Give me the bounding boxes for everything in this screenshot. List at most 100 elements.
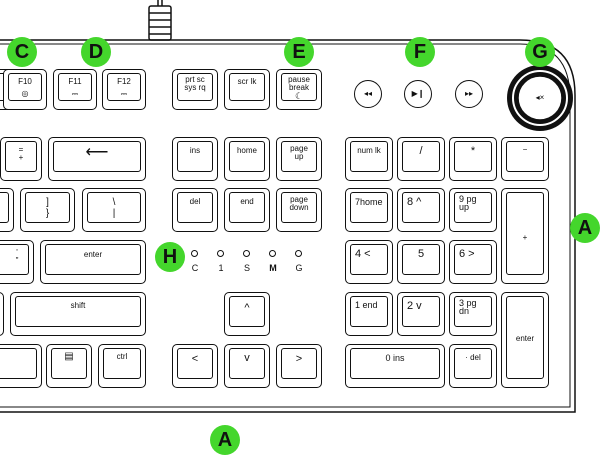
key-ctrl-label: ctrl	[116, 352, 128, 361]
key-quote-label: ' "	[15, 248, 19, 265]
key-num-5: 5	[397, 240, 445, 284]
previous-track-button: ◂◂	[354, 80, 382, 108]
key-bracket-partial	[0, 188, 14, 232]
key-num-6: 6 >	[449, 240, 497, 284]
key-delete-label: del	[189, 197, 201, 206]
key-arrow-up-label: ^	[244, 302, 250, 314]
volume-wheel-ring	[512, 70, 568, 126]
key-quote: ' "	[0, 240, 34, 284]
key-f11-label: F11	[68, 77, 82, 86]
key-alt-partial	[0, 344, 42, 388]
key-slash-partial	[0, 292, 4, 336]
key-num-9: 9 pg up	[449, 188, 497, 232]
callout-h: H	[155, 242, 185, 272]
led-macro	[269, 250, 276, 257]
key-num-7: 7home	[345, 188, 393, 232]
key-num-decimal: · del	[449, 344, 497, 388]
key-right-bracket: ] }	[20, 188, 75, 232]
key-menu: ▤	[46, 344, 92, 388]
key-backslash: \ |	[82, 188, 146, 232]
key-end-label: end	[240, 197, 254, 206]
key-ctrl: ctrl	[98, 344, 146, 388]
key-num-lock-label: num lk	[357, 146, 381, 155]
led-label-num: 1	[218, 263, 224, 273]
key-backslash-label: \ |	[112, 197, 116, 219]
key-num-0: 0 ins	[345, 344, 445, 388]
key-f12: F12 ⎓	[102, 69, 146, 110]
callout-f: F	[405, 37, 435, 67]
key-arrow-down-label: v	[244, 352, 250, 364]
key-arrow-up: ^	[224, 292, 270, 336]
key-pause: pause break ☾	[276, 69, 322, 110]
key-insert-label: ins	[189, 146, 201, 155]
key-print-screen: prt sc sys rq	[172, 69, 218, 110]
callout-g: G	[525, 37, 555, 67]
key-num-9-label: 9 pg up	[459, 194, 477, 212]
key-right-bracket-label: ] }	[45, 197, 50, 219]
key-num-enter-label: enter	[515, 334, 535, 343]
key-page-down: page down	[276, 188, 322, 232]
key-page-up-label: page up	[290, 144, 308, 161]
key-num-multiply: *	[449, 137, 497, 181]
key-num-plus-label: +	[522, 233, 528, 242]
led-label-caps: C	[191, 263, 199, 273]
key-num-1-label: 1 end	[355, 300, 378, 310]
key-scroll-lock-label: scr lk	[237, 77, 257, 86]
key-shift-label: shift	[70, 301, 86, 310]
key-scroll-lock: scr lk	[224, 69, 270, 110]
key-num-1: 1 end	[345, 292, 393, 336]
callout-d: D	[81, 37, 111, 67]
menu-icon: ▤	[64, 351, 74, 362]
next-track-button: ▸▸	[455, 80, 483, 108]
key-end: end	[224, 188, 270, 232]
key-num-plus: +	[501, 188, 549, 284]
key-num-5-label: 5	[417, 248, 425, 260]
key-f11-icon: ⎓	[71, 89, 79, 98]
key-num-2: 2 v	[397, 292, 445, 336]
keyboard-body-outline	[0, 39, 576, 413]
key-enter-label: enter	[83, 250, 103, 259]
key-page-down-label: page down	[289, 195, 309, 212]
key-f10-icon: ◎	[21, 89, 29, 98]
mute-button	[517, 75, 563, 121]
led-scroll-lock	[243, 250, 250, 257]
callout-a-right: A	[570, 213, 600, 243]
key-shift: shift	[10, 292, 146, 336]
key-equals-label: = +	[18, 145, 24, 162]
led-label-gaming: G	[295, 263, 303, 273]
key-home-label: home	[236, 146, 257, 155]
key-num-multiply-label: *	[470, 145, 476, 157]
mute-icon: ◂×	[535, 93, 545, 102]
moon-icon: ☾	[294, 91, 304, 101]
key-num-divide-label: /	[419, 145, 423, 157]
key-num-minus-label: −	[522, 145, 528, 154]
led-caps-lock	[191, 250, 198, 257]
key-num-minus: −	[501, 137, 549, 181]
key-f10-label: F10	[18, 77, 32, 86]
key-num-6-label: 6 >	[459, 248, 475, 260]
key-num-lock: num lk	[345, 137, 393, 181]
key-equals: = +	[0, 137, 42, 181]
key-num-divide: /	[397, 137, 445, 181]
key-arrow-left: <	[172, 344, 218, 388]
key-home: home	[224, 137, 270, 181]
key-num-0-label: 0 ins	[385, 353, 405, 363]
callout-e: E	[284, 37, 314, 67]
key-arrow-right: >	[276, 344, 322, 388]
key-arrow-down: v	[224, 344, 270, 388]
key-pause-label: pause break	[288, 75, 310, 92]
key-insert: ins	[172, 137, 218, 181]
key-f12-icon: ⎓	[120, 89, 128, 98]
next-track-icon: ▸▸	[464, 89, 474, 98]
led-label-macro: M	[269, 263, 277, 273]
led-label-scroll: S	[243, 263, 250, 273]
key-print-screen-label: prt sc sys rq	[184, 75, 206, 92]
key-num-decimal-label: · del	[465, 353, 481, 362]
key-num-3-label: 3 pg dn	[459, 298, 477, 316]
key-num-4-label: 4 <	[355, 248, 371, 260]
key-enter: enter	[40, 240, 146, 284]
previous-track-icon: ◂◂	[363, 89, 373, 98]
backspace-arrow-icon: ⟵	[85, 144, 109, 161]
play-pause-button: ▶❙	[404, 80, 432, 108]
